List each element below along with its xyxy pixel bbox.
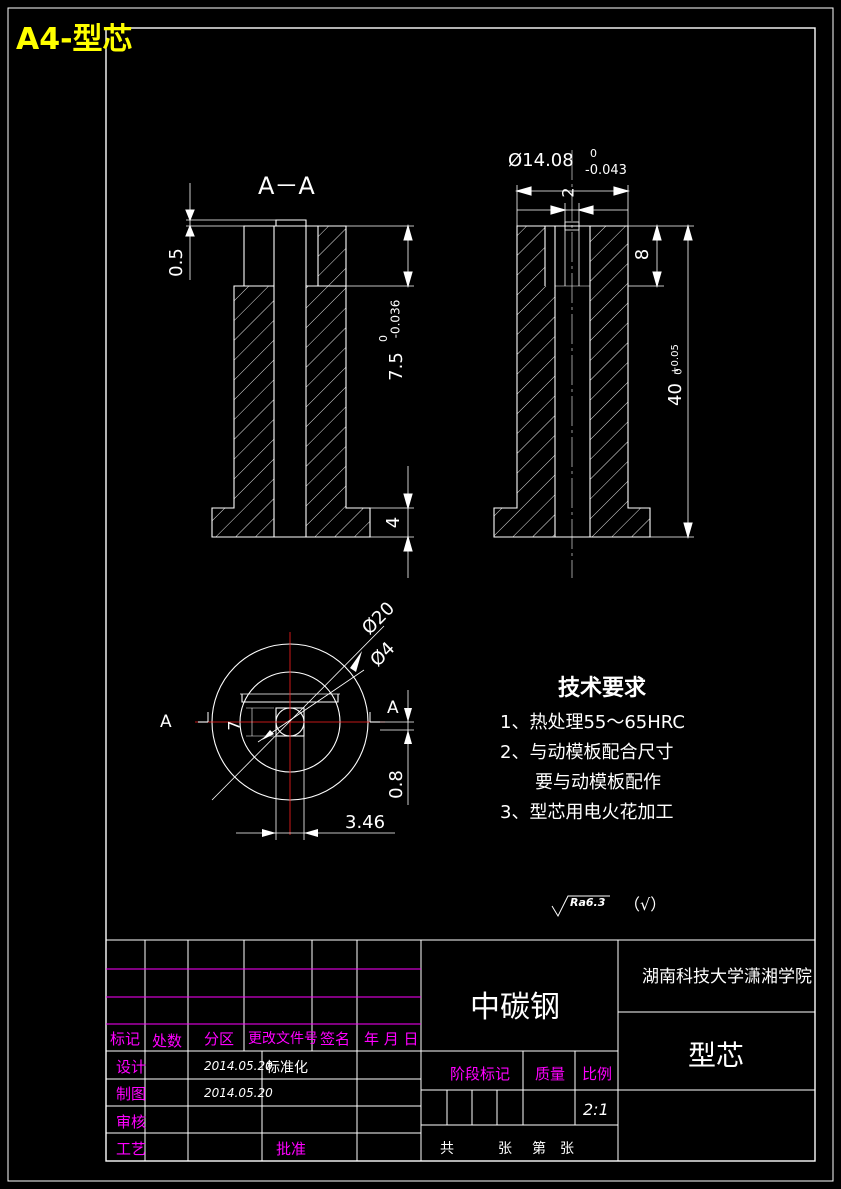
header-count: 处数 bbox=[152, 1032, 183, 1050]
dim-7: 7 bbox=[224, 720, 244, 731]
label-stage: 阶段标记 bbox=[450, 1065, 511, 1083]
label-scale: 比例 bbox=[582, 1065, 613, 1083]
school-name: 湖南科技大学潇湘学院 bbox=[642, 967, 812, 987]
header-mark: 标记 bbox=[110, 1030, 141, 1048]
dim-phi1408: Ø14.08 bbox=[508, 150, 574, 171]
dim-7-5: 7.5 bbox=[385, 352, 407, 381]
section-view-aa bbox=[185, 183, 414, 578]
label-design: 设计 bbox=[116, 1058, 147, 1076]
header-zone: 分区 bbox=[204, 1030, 235, 1048]
section-mark-right: A bbox=[387, 698, 399, 718]
tech-req-item-4: 3、型芯用电火花加工 bbox=[500, 802, 674, 823]
surface-finish-value: Ra6.3 bbox=[570, 896, 606, 909]
surface-finish-note: （√） bbox=[624, 895, 667, 914]
dim-0-5: 0.5 bbox=[165, 248, 187, 277]
dim-8: 8 bbox=[632, 248, 654, 261]
label-weight: 质量 bbox=[535, 1065, 566, 1083]
dim-0-8: 0.8 bbox=[385, 770, 407, 799]
dim-slot: 2 bbox=[558, 187, 578, 198]
title-block-magenta-lines bbox=[106, 968, 421, 1025]
dim-4: 4 bbox=[383, 516, 405, 529]
header-change-doc: 更改文件号 bbox=[248, 1031, 318, 1047]
header-date: 年 月 日 bbox=[364, 1030, 419, 1048]
label-standard: 标准化 bbox=[266, 1060, 308, 1076]
label-page-sheets: 张 bbox=[560, 1141, 574, 1157]
tech-req-item-2: 2、与动模板配合尺寸 bbox=[500, 742, 674, 763]
sheet-title: A4-型芯 bbox=[16, 22, 133, 57]
dim-40: 40 bbox=[664, 383, 686, 406]
drawing-date: 2014.05.20 bbox=[204, 1086, 273, 1100]
label-sheets: 张 bbox=[498, 1141, 512, 1157]
label-review: 审核 bbox=[116, 1113, 147, 1131]
tech-req-heading: 技术要求 bbox=[558, 676, 647, 701]
material: 中碳钢 bbox=[470, 990, 560, 1025]
top-view bbox=[195, 625, 414, 840]
label-process: 工艺 bbox=[116, 1140, 147, 1158]
header-sign: 签名 bbox=[320, 1030, 351, 1048]
dim-40-lower: 0 bbox=[673, 368, 685, 375]
surface-finish-symbol bbox=[551, 895, 610, 918]
label-page: 第 bbox=[532, 1141, 546, 1157]
section-mark-left: A bbox=[160, 712, 172, 732]
part-name: 型芯 bbox=[688, 1039, 745, 1072]
section-label: A－A bbox=[258, 172, 315, 200]
design-date: 2014.05.20 bbox=[204, 1059, 273, 1073]
dim-phi1408-upper: 0 bbox=[590, 147, 597, 160]
label-total: 共 bbox=[440, 1141, 454, 1157]
label-approve: 批准 bbox=[276, 1140, 307, 1158]
dim-3-46: 3.46 bbox=[345, 812, 386, 833]
dim-phi1408-lower: -0.043 bbox=[585, 163, 627, 178]
scale-value: 2:1 bbox=[583, 1100, 609, 1119]
label-drawing: 制图 bbox=[116, 1085, 147, 1103]
tech-req-item-3: 要与动模板配作 bbox=[535, 772, 661, 793]
dim-7-5-lower: -0.036 bbox=[388, 299, 403, 339]
tech-req-item-1: 1、热处理55～65HRC bbox=[500, 712, 685, 733]
side-view bbox=[493, 150, 694, 578]
